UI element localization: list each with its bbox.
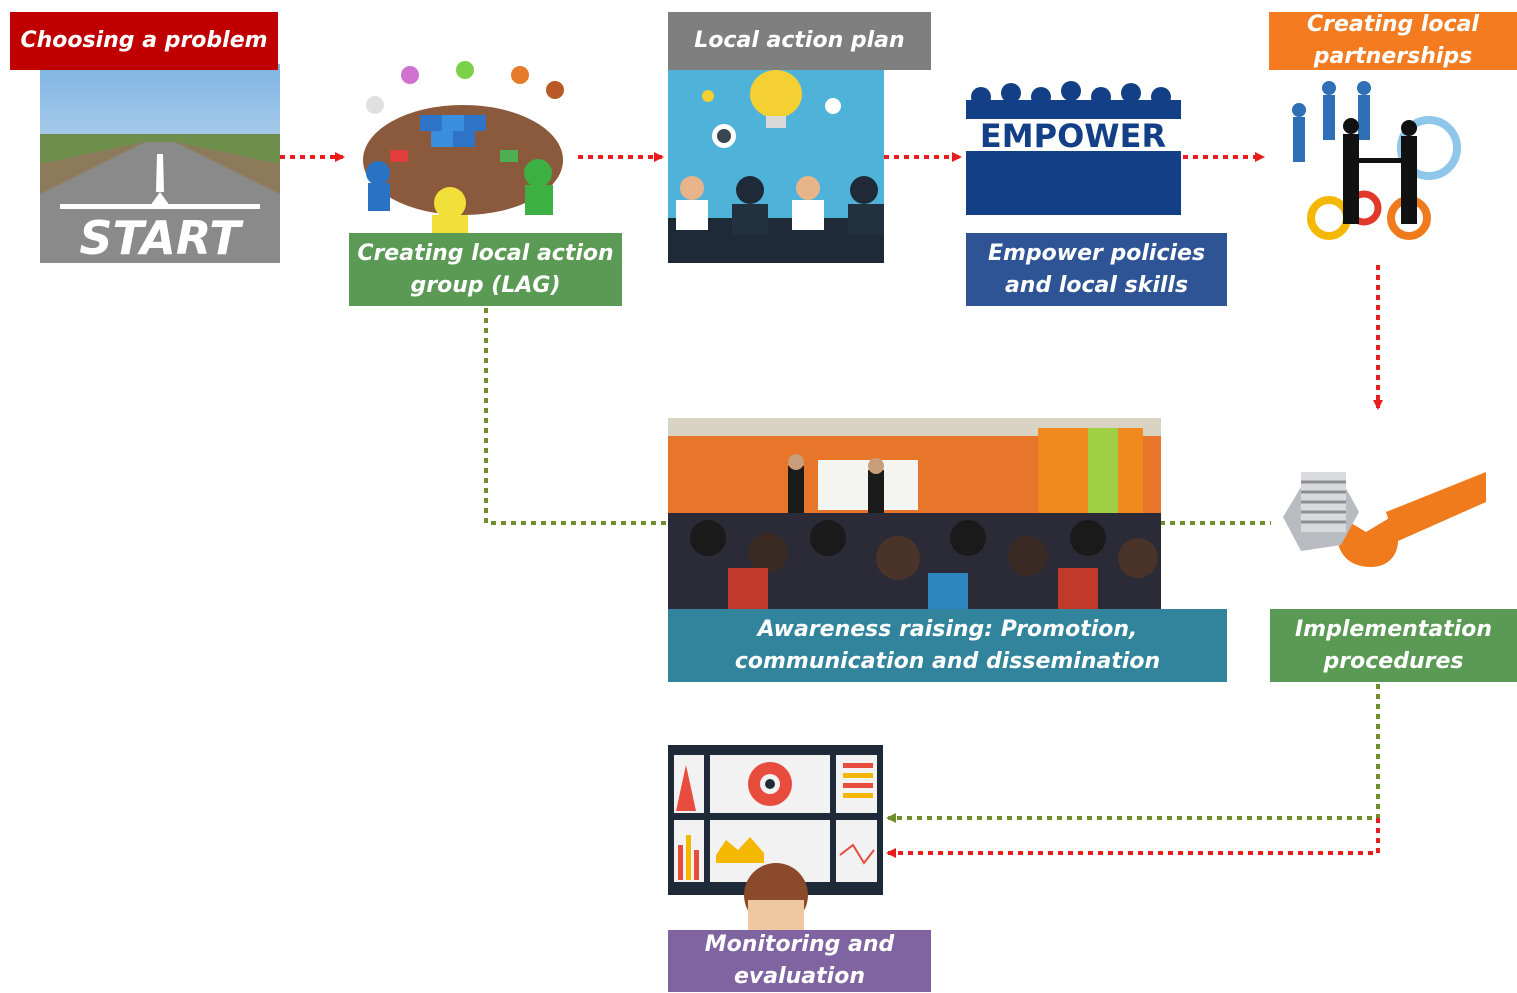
step-partnerships-label: Creating local partnerships xyxy=(1269,12,1517,70)
arrow-implementation-to-monitoring-green xyxy=(886,684,1380,823)
step-awareness-label: Awareness raising: Promotion, communicat… xyxy=(668,609,1227,682)
implementation-image xyxy=(1271,417,1486,609)
lag-meeting-image xyxy=(350,55,577,235)
start-road-image: START xyxy=(40,64,280,263)
step-empower-label: Empower policies and local skills xyxy=(966,233,1227,306)
step-implementation-label: Implementation procedures xyxy=(1270,609,1517,682)
empower-image-text: EMPOWER xyxy=(980,117,1166,155)
line-lag-to-awareness xyxy=(484,308,666,525)
action-plan-image xyxy=(668,68,884,263)
step-action-plan-label: Local action plan xyxy=(668,12,931,70)
arrow-implementation-to-monitoring-red xyxy=(886,818,1380,858)
step-monitoring-label: Monitoring and evaluation xyxy=(668,930,931,992)
step-choosing-problem-label: Choosing a problem xyxy=(10,12,278,70)
awareness-classroom-image xyxy=(668,418,1161,610)
start-road-text: START xyxy=(79,211,244,263)
step-lag-label: Creating local action group (LAG) xyxy=(349,233,622,306)
partnerships-image xyxy=(1269,68,1484,263)
empower-image: EMPOWER xyxy=(966,55,1181,235)
monitoring-dashboard-image xyxy=(668,745,883,933)
